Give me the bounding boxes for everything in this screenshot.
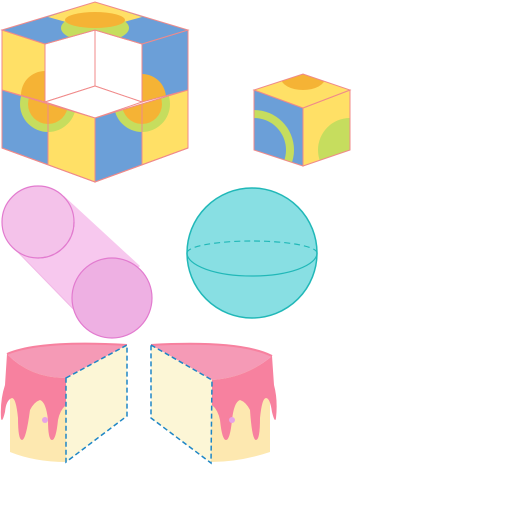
small-cube [252,73,352,167]
sphere-equator-front [186,252,318,277]
cylinder [1,185,153,339]
cake-right-cut-face [150,343,213,465]
small-cube-left-face [253,89,304,167]
cake-right-top [151,343,272,380]
sphere-body [186,187,318,319]
sphere [186,187,318,319]
cake-right-frosting [212,356,277,440]
cake-left-half [0,342,128,464]
cake-left-top [7,343,127,378]
cake-left-cut-face [65,343,128,464]
frame-top-face [0,1,190,45]
cylinder-front-end [71,257,153,339]
small-cube-top-face [252,73,352,109]
cake-right-half [150,342,277,465]
cake-left-frosting [0,354,66,440]
hollow-cube-frame [0,1,190,183]
